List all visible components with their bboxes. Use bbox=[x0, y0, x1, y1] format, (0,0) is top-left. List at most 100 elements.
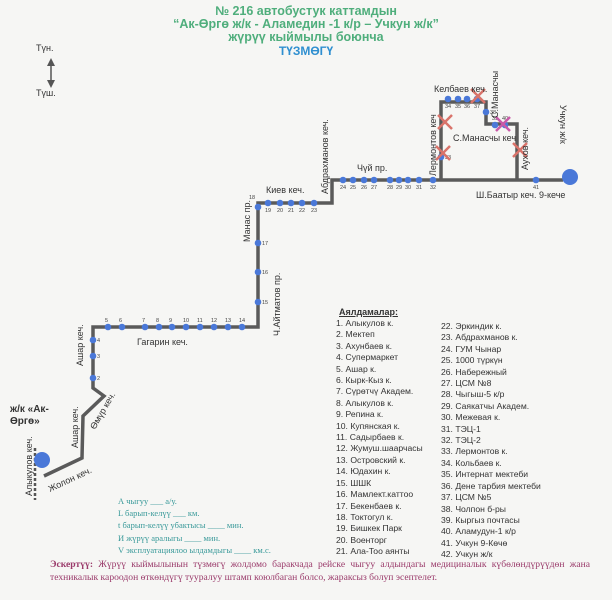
stop-marker-7 bbox=[141, 323, 149, 331]
route-parameters: А чыгуу ___ а/у. L барып-келүү ___ км. t… bbox=[118, 495, 271, 556]
stop-marker-21 bbox=[287, 199, 295, 207]
stop-number-27: 27 bbox=[371, 185, 377, 191]
street-abdrakhmanov: Абдрахманов кеч. bbox=[320, 119, 330, 194]
street-manas: Манас пр. bbox=[242, 200, 252, 242]
stop-list-item: 11. Садырбаев к. bbox=[336, 432, 405, 443]
stop-number-15: 15 bbox=[262, 300, 268, 306]
stop-number-8: 8 bbox=[156, 318, 159, 324]
stop-marker-30 bbox=[404, 176, 412, 184]
stop-marker-6 bbox=[118, 323, 126, 331]
stop-marker-39 bbox=[491, 121, 499, 129]
stop-list-item: 27. ЦСМ №8 bbox=[441, 378, 492, 389]
stop-list-item: 14. Юдахин к. bbox=[336, 466, 391, 477]
stop-marker-41 bbox=[532, 176, 540, 184]
stop-marker-4 bbox=[89, 336, 97, 344]
stop-marker-5 bbox=[104, 323, 112, 331]
compass-arrow-icon bbox=[47, 58, 55, 88]
stop-number-10: 10 bbox=[183, 318, 189, 324]
stop-number-36: 36 bbox=[464, 104, 470, 110]
stop-marker-24 bbox=[339, 176, 347, 184]
stop-list-item: 34. Кольбаев к. bbox=[441, 457, 502, 468]
stop-marker-8 bbox=[155, 323, 163, 331]
stop-marker-32 bbox=[429, 176, 437, 184]
stop-list-item: 42. Учкун ж/к bbox=[441, 549, 493, 560]
stop-number-12: 12 bbox=[211, 318, 217, 324]
param-length: L барып-келүү ___ км. bbox=[118, 508, 200, 519]
street-kolbaev: Келбаев кеч. bbox=[434, 84, 487, 94]
stop-list-item: 24. ГУМ Чынар bbox=[441, 343, 502, 354]
stop-number-35: 35 bbox=[455, 104, 461, 110]
street-uchkun: Учкун ж/к bbox=[558, 105, 568, 144]
street-s-manaschy: С.Манасчы кеч bbox=[453, 133, 516, 143]
stop-list-item: 20. Военторг bbox=[336, 534, 387, 545]
stop-list-item: 37. ЦСМ №5 bbox=[441, 492, 492, 503]
stop-list-item: 2. Мектеп bbox=[336, 329, 375, 340]
stop-list-item: 32. ТЭЦ-2 bbox=[441, 435, 481, 446]
stop-list-item: 12. Жумуш.шаарчасы bbox=[336, 443, 423, 454]
stop-marker-35 bbox=[454, 95, 462, 103]
stop-marker-29 bbox=[395, 176, 403, 184]
stop-list-item: 38. Чолпон б-ры bbox=[441, 503, 506, 514]
stop-number-21: 21 bbox=[288, 208, 294, 214]
stop-list-item: 13. Островский к. bbox=[336, 454, 406, 465]
stop-number-37: 37 bbox=[474, 104, 480, 110]
stop-marker-14 bbox=[238, 323, 246, 331]
stop-number-38: 38 bbox=[490, 110, 496, 116]
stop-list-item: 17. Бекенбаев к. bbox=[336, 500, 402, 511]
compass-south-label: Түш. bbox=[36, 88, 56, 98]
stop-number-13: 13 bbox=[225, 318, 231, 324]
title-scheme: ТҮЗМӨГҮ bbox=[278, 44, 334, 58]
stop-marker-38 bbox=[482, 108, 490, 116]
stop-number-11: 11 bbox=[197, 318, 203, 324]
stop-list-item: 9. Репина к. bbox=[336, 409, 384, 420]
stop-number-19: 19 bbox=[265, 208, 271, 214]
stop-number-18: 18 bbox=[249, 195, 255, 201]
stop-list-item: 15. ШШК bbox=[336, 477, 372, 488]
stop-number-7: 7 bbox=[142, 318, 145, 324]
closed-cross-icon bbox=[512, 142, 528, 158]
stop-number-4: 4 bbox=[97, 338, 100, 344]
stop-number-14: 14 bbox=[239, 318, 245, 324]
stop-number-39: 39 bbox=[492, 116, 498, 122]
stop-marker-26 bbox=[360, 176, 368, 184]
stop-marker-25 bbox=[349, 176, 357, 184]
stop-marker-15 bbox=[254, 298, 262, 306]
stop-list-item: 4. Супермаркет bbox=[336, 352, 399, 363]
stop-marker-10 bbox=[182, 323, 190, 331]
stop-number-6: 6 bbox=[119, 318, 122, 324]
stop-number-23: 23 bbox=[311, 208, 317, 214]
stop-number-3: 3 bbox=[97, 354, 100, 360]
note-label: Эскертүү: bbox=[50, 559, 94, 570]
stop-number-26: 26 bbox=[361, 185, 367, 191]
stop-list-item: 40. Аламудун-1 к/р bbox=[441, 526, 516, 537]
terminal-start-marker bbox=[34, 452, 50, 468]
stop-list-item: 1. Алыкулов к. bbox=[336, 318, 394, 328]
param-speed: V эксплуатациялоо ылдамдыгы ____ км.с. bbox=[118, 544, 271, 555]
stop-number-34: 34 bbox=[445, 104, 451, 110]
stop-marker-17 bbox=[254, 239, 262, 247]
stop-number-20: 20 bbox=[277, 208, 283, 214]
stop-list-item: 8. Алыкулов к. bbox=[336, 397, 394, 408]
stop-list-item: 29. Саякатчы Академ. bbox=[441, 400, 530, 411]
stop-list-item: 28. Чыгыш-5 к/р bbox=[441, 389, 505, 400]
stops-list-col-2: 22. Эркиндик к.23. Абдрахманов к.24. ГУМ… bbox=[441, 321, 541, 561]
title-route: “Ак-Өргө ж/к - Аламедин -1 к/р – Учкун ж… bbox=[173, 17, 439, 31]
street-alykulov: Алыкулов кеч. bbox=[24, 436, 34, 496]
stop-number-5: 5 bbox=[105, 318, 108, 324]
stop-number-32: 32 bbox=[430, 185, 436, 191]
stop-list-item: 30. Межевая к. bbox=[441, 412, 501, 423]
stops-heading: Аялдамалар: bbox=[339, 307, 398, 317]
closed-cross-icon bbox=[435, 145, 451, 161]
stop-number-28: 28 bbox=[387, 185, 393, 191]
street-ashar-lower: Ашар кеч. bbox=[70, 406, 80, 448]
stop-number-17: 17 bbox=[262, 241, 268, 247]
stop-number-24: 24 bbox=[340, 185, 346, 191]
stop-list-item: 3. Ахунбаев к. bbox=[336, 340, 393, 351]
stop-list-item: 25. 1000 түркүн bbox=[441, 355, 503, 366]
street-lermontov: Лермонтов кеч bbox=[428, 114, 438, 176]
stop-marker-3 bbox=[89, 352, 97, 360]
title-line-1: № 216 автобустук каттамдын bbox=[215, 4, 397, 18]
street-ashar-upper: Ашар кеч. bbox=[75, 324, 85, 366]
